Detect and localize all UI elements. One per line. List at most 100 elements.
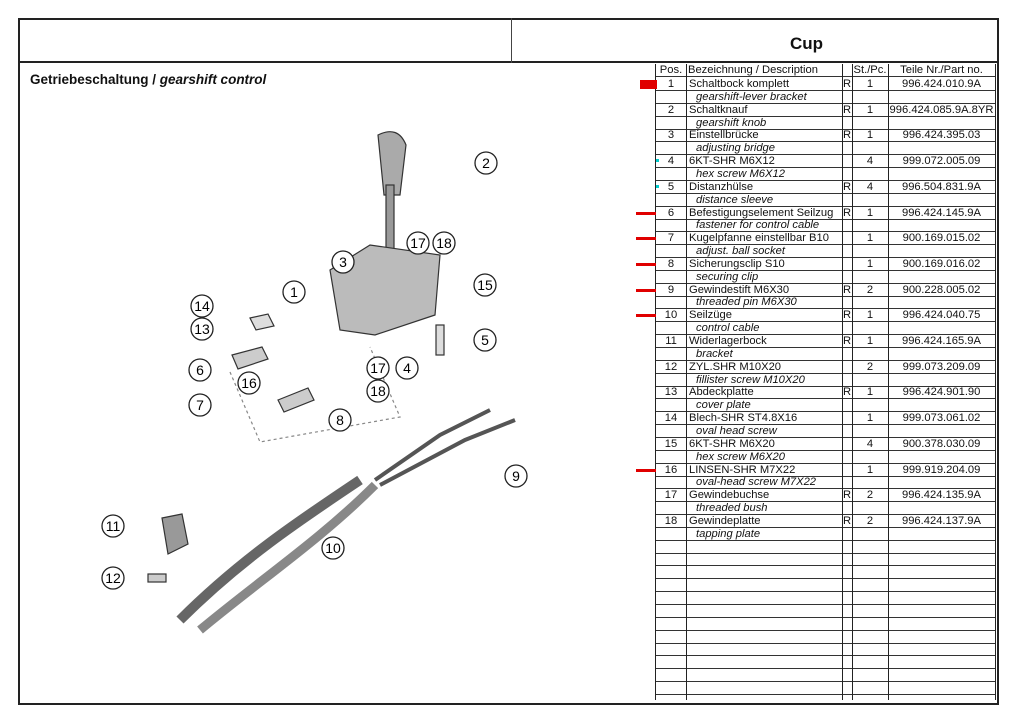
title-en: gearshift control [159,72,267,87]
pos: 12 [664,360,678,373]
part-no: 999.919.204.09 [902,463,981,476]
callout-1: 1 [282,280,306,304]
header-desc: Bezeichnung / Description [688,64,818,76]
desc-en: oval head screw [696,424,777,437]
lever-bracket [329,244,441,336]
part-no: 900.228.005.02 [902,283,981,296]
desc-en: adjust. ball socket [696,245,785,258]
desc-de: Seilzüge [689,309,732,322]
svg-text:2: 2 [482,155,490,171]
desc-en: securing clip [696,270,759,283]
table-row-en: tapping plate [656,528,995,541]
callout-11: 11 [101,514,125,538]
table-row-en: adjusting bridge [656,142,995,156]
r-flag: R [843,386,852,399]
desc-de: Gewindebuchse [689,489,770,502]
qty: 1 [866,206,874,219]
pos: 7 [667,232,675,245]
desc-en: hex screw M6X12 [696,167,785,180]
callout-10: 10 [321,536,345,560]
table-row-en: threaded pin M6X30 [656,296,995,310]
pos: 8 [667,257,675,270]
header-part: Teile Nr./Part no. [900,64,983,76]
part-no: 996.424.901.90 [902,386,981,399]
part-no: 996.424.395.03 [902,129,981,142]
empty-row [656,592,995,605]
svg-text:7: 7 [196,397,204,413]
qty: 4 [866,155,874,168]
callout-2: 2 [474,151,498,175]
svg-text:18: 18 [370,383,386,399]
desc-de: Einstellbrücke [689,129,759,142]
desc-en: fastener for control cable [696,219,820,232]
desc-de: Gewindestift M6X30 [689,283,790,296]
part-no: 999.072.005.09 [902,155,981,168]
table-row-en: distance sleeve [656,194,995,207]
callouts: 2 3 17 18 1 15 14 13 5 6 17 4 16 18 7 8 … [101,151,528,590]
callout-17b: 17 [366,356,390,380]
desc-en: control cable [696,322,760,335]
pos: 5 [667,180,675,193]
qty: 1 [866,412,874,425]
pos: 9 [667,283,675,296]
part-no: 996.424.135.9A [901,489,981,502]
pos: 16 [664,463,678,476]
page-frame [18,18,999,705]
header-pos: Pos. [659,64,683,76]
table-row-en: hex screw M6X20 [656,451,995,464]
desc-en: gearshift-lever bracket [696,90,807,103]
callout-16: 16 [237,371,261,395]
qty: 4 [866,180,874,193]
empty-row [656,541,995,554]
table-row-en: gearshift-lever bracket [656,91,995,104]
desc-en: cover plate [696,399,751,412]
desc-de: 6KT-SHR M6X12 [689,155,775,168]
qty: 2 [866,489,874,502]
callout-7: 7 [188,393,212,417]
callout-9: 9 [504,464,528,488]
section-title: Getriebeschaltung / gearshift control [30,72,266,87]
qty: 1 [866,129,874,142]
pos: 1 [667,78,675,90]
part-no: 999.073.209.09 [902,360,981,373]
part-no: 900.378.030.09 [902,437,981,450]
header-qty: St./Pc. [853,64,887,76]
table-row-en: threaded bush [656,502,995,516]
r-flag: R [843,514,852,527]
red-marker [636,262,656,266]
callout-4: 4 [395,356,419,380]
exploded-diagram: 2 3 17 18 1 15 14 13 5 6 17 4 16 18 7 8 … [101,131,528,634]
desc-en: threaded pin M6X30 [696,296,797,309]
table-row-en: oval-head screw M7X22 [656,476,995,490]
pos: 17 [664,489,678,502]
svg-text:10: 10 [325,540,341,556]
qty: 1 [866,386,874,399]
model-label: Cup [790,34,824,53]
empty-row [656,605,995,618]
svg-text:8: 8 [336,412,344,428]
table-row-en: securing clip [656,271,995,284]
r-flag: R [843,283,852,296]
svg-text:5: 5 [481,332,489,348]
callout-12: 12 [101,566,125,590]
red-marker [636,211,656,215]
cyan-dot [656,159,659,163]
table-row-en: fastener for control cable [656,219,995,233]
empty-row [656,682,995,695]
qty: 1 [866,309,874,322]
r-flag: R [843,180,852,193]
table-row-en: hex screw M6X12 [656,168,995,181]
cover-plate [249,313,275,331]
pos: 3 [667,129,675,142]
empty-row [656,579,995,593]
gearshift-knob [377,131,407,196]
desc-de: Blech-SHR ST4.8X16 [689,412,798,425]
callout-18a: 18 [432,231,456,255]
